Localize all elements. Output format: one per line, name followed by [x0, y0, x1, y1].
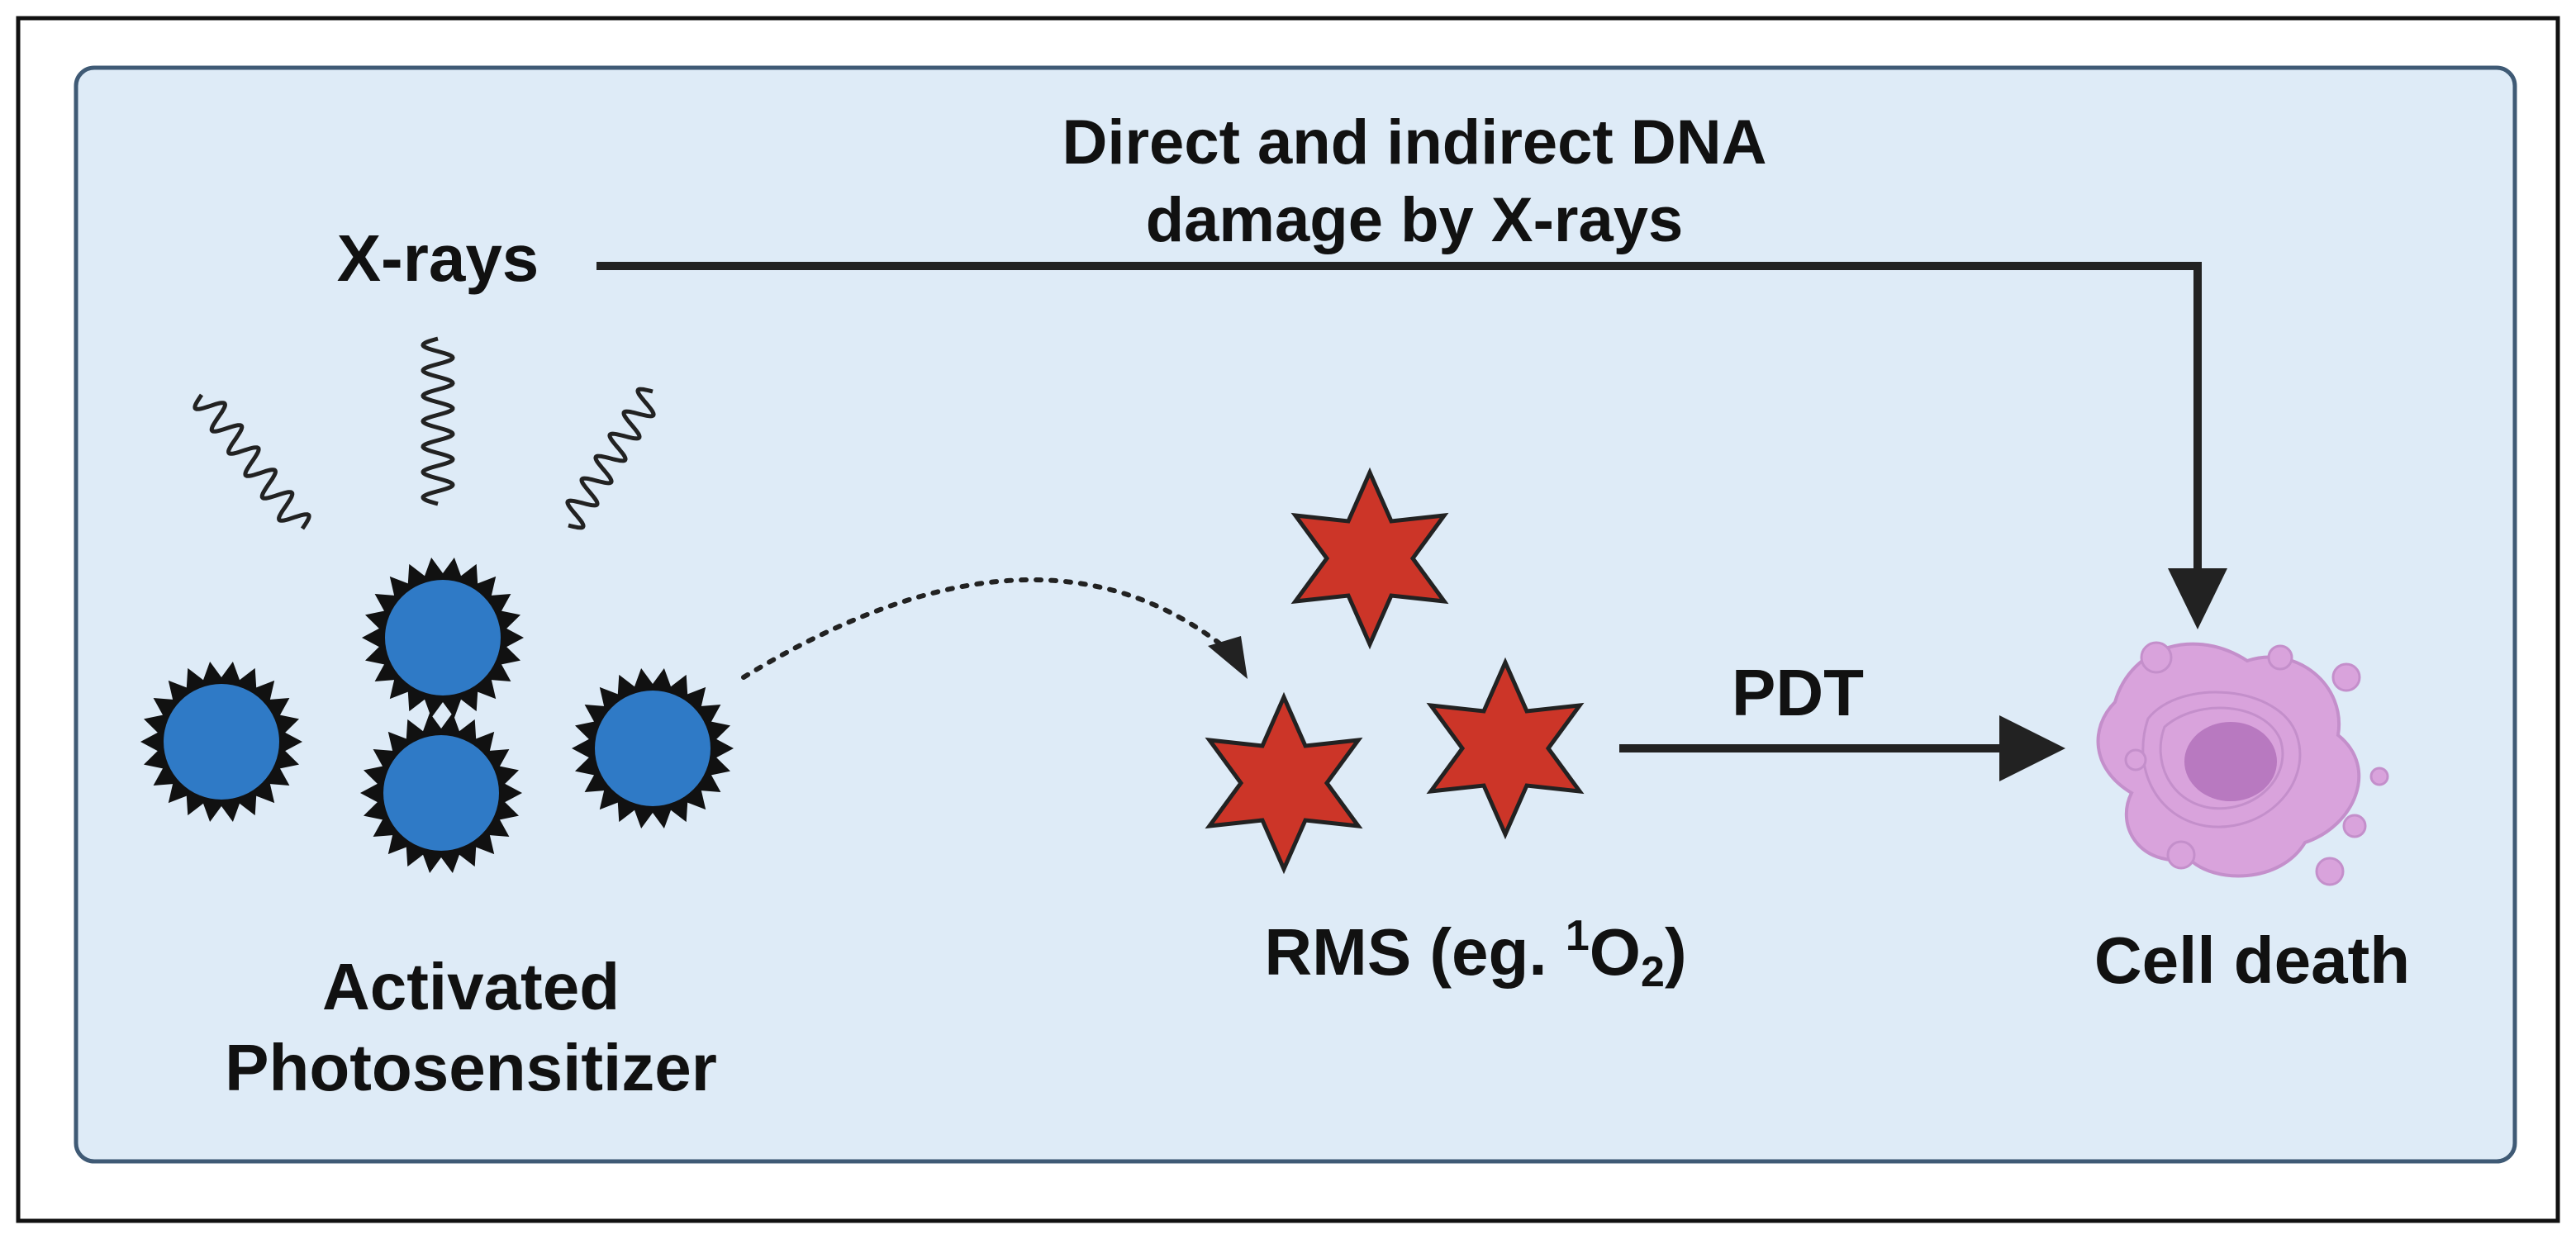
direct-damage-label-line1: Direct and indirect DNA: [1062, 107, 1766, 178]
photosensitizer-core: [164, 684, 279, 800]
panel-background: [74, 65, 2517, 1164]
rms-label-sup: 1: [1566, 912, 1590, 960]
cell-death-label: Cell death: [2094, 923, 2410, 997]
photosensitizer-core: [383, 735, 499, 851]
pdt-arrowhead: [1999, 715, 2065, 781]
spiky-sphere-icon: [572, 668, 734, 828]
six-point-star-icon: [1426, 657, 1585, 840]
spiky-sphere-icon: [140, 662, 302, 822]
rms-label: RMS (eg. 1O2): [1264, 912, 1686, 996]
activated-label-line1: Activated: [322, 950, 620, 1023]
rms-stars: [1205, 467, 1585, 875]
wavy-line-icon: [192, 336, 656, 530]
photosensitizer-core: [595, 691, 711, 806]
photosensitizer-cluster: [140, 558, 734, 873]
dotted-arrowhead: [1208, 636, 1248, 679]
rms-label-o: O: [1590, 915, 1641, 989]
xrays-label: X-rays: [337, 221, 539, 295]
rms-label-sub: 2: [1641, 948, 1665, 996]
pdt-label: PDT: [1732, 656, 1864, 729]
dying-cell-icon: [2096, 641, 2389, 886]
rms-label-close: ): [1665, 915, 1687, 989]
spiky-sphere-icon: [360, 713, 522, 873]
rms-label-main: RMS (eg.: [1264, 915, 1565, 989]
six-point-star-icon: [1290, 467, 1449, 650]
xray-direct-arrow: [596, 262, 2202, 570]
activated-label-line2: Photosensitizer: [225, 1031, 717, 1104]
six-point-star-icon: [1205, 691, 1363, 875]
photosensitizer-core: [385, 580, 501, 695]
spiky-sphere-icon: [362, 558, 524, 718]
dotted-activation-arrow: [741, 577, 1233, 680]
direct-damage-label-line2: damage by X-rays: [1146, 185, 1684, 255]
xray-direct-arrowhead: [2168, 568, 2227, 629]
